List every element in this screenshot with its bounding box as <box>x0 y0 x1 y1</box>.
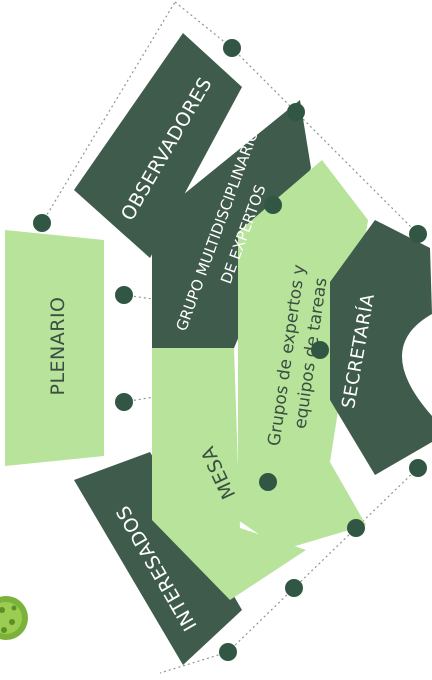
node-mesa-bottom <box>285 579 303 597</box>
node-mesa <box>259 473 277 491</box>
node-grupo-top <box>287 103 305 121</box>
node-interesados-bottom <box>219 643 237 661</box>
node-observadores-top <box>223 39 241 57</box>
plenario-label: PLENARIO <box>47 296 69 395</box>
node-plenario-upper <box>115 286 133 304</box>
node-secretaria-top <box>409 225 427 243</box>
node-center <box>311 341 329 359</box>
node-secretaria-bottom <box>409 459 427 477</box>
node-plenario-lower <box>115 393 133 411</box>
node-grupos-bottom <box>347 519 365 537</box>
node-plenario-top <box>33 214 51 232</box>
node-grupos-top <box>264 196 282 214</box>
partial-logo-icon <box>0 596 28 640</box>
